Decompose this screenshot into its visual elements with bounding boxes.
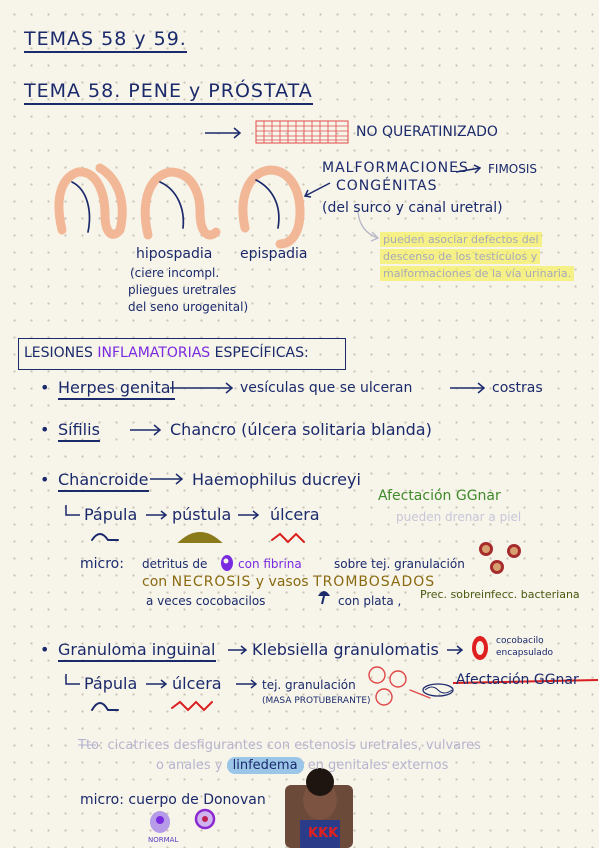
- inflamatorias-word: INFLAMATORIAS: [97, 345, 211, 361]
- chancroide-title: Chancroide: [58, 470, 149, 492]
- micro2-label: micro: cuerpo de Donovan: [80, 792, 266, 808]
- micro1-trombosados: TROMBOSADOS: [313, 574, 436, 590]
- cell-icons: [150, 542, 521, 833]
- hipospadia-desc-3: del seno urogenital): [128, 300, 249, 314]
- herpes-desc: vesículas que se ulceran: [240, 380, 413, 396]
- micro1-a: detritus de: [142, 557, 208, 571]
- encapsulado-label: encapsulado: [496, 648, 554, 658]
- micro1-d1: con: [142, 574, 168, 590]
- lesiones-box: [18, 338, 346, 370]
- malformation-drawings: [54, 163, 305, 249]
- tto-2-b: y: [214, 758, 223, 773]
- fimosis-label: FIMOSIS: [488, 162, 538, 176]
- sifilis-desc: Chancro (úlcera solitaria blanda): [170, 420, 432, 439]
- papula-2: Pápula: [84, 674, 138, 693]
- micro1-e: a veces cocobacilos: [146, 594, 266, 608]
- lesiones-heading: LESIONES INFLAMATORIAS ESPECÍFICAS:: [24, 345, 309, 361]
- haemophilus-label: Haemophilus ducreyi: [192, 470, 361, 489]
- arrow-icons: [65, 127, 486, 689]
- micro1-b: con fibrina: [238, 557, 302, 571]
- cocobacilo-label: cocobacilo: [496, 636, 544, 646]
- micro1-d2: y vasos: [255, 574, 309, 590]
- malformaciones-label: MALFORMACIONES: [322, 160, 469, 176]
- klebsiella-label: Klebsiella granulomatis: [252, 640, 439, 659]
- especificas-word: ESPECÍFICAS:: [214, 345, 309, 361]
- sticker-text: KKK: [308, 826, 339, 841]
- granuloma-title: Granuloma inguinal: [58, 640, 216, 662]
- bullet-granuloma: •: [40, 640, 50, 659]
- keratin-grid-icon: [255, 120, 349, 144]
- normal-label: NORMAL: [148, 836, 179, 844]
- epispadia-label: epispadia: [240, 246, 308, 262]
- linfedema-badge: linfedema: [226, 757, 304, 774]
- hipospadia-label: hipospadia: [136, 246, 213, 262]
- note-arrow-icon: [357, 211, 380, 242]
- lesiones-word: LESIONES: [24, 345, 93, 361]
- micro1-c: sobre tej. granulación: [334, 557, 465, 571]
- masa-label: (MASA PROTUBERANTE): [262, 696, 371, 706]
- yellow-note-2: descenso de los testículos y: [380, 249, 541, 264]
- papula-1: Pápula: [84, 505, 138, 524]
- tto-line-2: o anales y linfedema en genitales extern…: [156, 757, 449, 774]
- ulcera-1: úlcera: [270, 505, 320, 524]
- herpes-title: Herpes genital: [58, 378, 175, 400]
- micro1-line2: con NECROSIS y vasos TROMBOSADOS: [142, 574, 435, 590]
- micro1-necrosis: NECROSIS: [171, 574, 252, 590]
- fistular-note: pueden drenar a piel: [396, 510, 522, 524]
- bullet-sifilis: •: [40, 420, 50, 439]
- sifilis-title: Sífilis: [58, 420, 100, 442]
- strike-line: [452, 679, 599, 684]
- yellow-note-1: pueden asociar defectos del: [380, 232, 542, 247]
- micro1-f: con plata ,: [338, 594, 402, 608]
- costras-label: costras: [492, 380, 543, 396]
- hipospadia-desc-1: (ciere incompl.: [130, 266, 220, 280]
- tto-2-c: en genitales externos: [307, 758, 449, 773]
- micro1-label: micro:: [80, 556, 124, 572]
- tej-granulacion: tej. granulación: [262, 678, 356, 692]
- tto-line-1: Tto: cicatrices desfigurantes con esteno…: [78, 738, 481, 753]
- micro1-g: Prec. sobreinfecc. bacteriana: [420, 588, 580, 601]
- yellow-note-3: malformaciones de la vía urinaria.: [380, 266, 575, 281]
- lesion-stage-icons: [91, 532, 431, 712]
- bullet-chancroide: •: [40, 470, 50, 489]
- tto-2-a: o anales: [156, 758, 211, 773]
- congenitas-label: CONGÉNITAS: [336, 178, 438, 194]
- tema58-title: TEMA 58. PENE y PRÓSTATA: [24, 80, 313, 105]
- hipospadia-desc-2: pliegues uretrales: [128, 283, 236, 297]
- ulcera-2: úlcera: [172, 674, 222, 693]
- afectacion-2: Afectación GGnar: [456, 672, 579, 688]
- pustula-1: pústula: [172, 505, 232, 524]
- page-heading: TEMAS 58 y 59.: [24, 28, 187, 53]
- person-sticker-icon: [285, 768, 353, 848]
- bullet-herpes: •: [40, 378, 50, 397]
- no-queratinizado-label: NO QUERATINIZADO: [356, 124, 498, 140]
- afectacion-1: Afectación GGnar: [378, 488, 501, 504]
- surco-label: (del surco y canal uretral): [322, 200, 503, 216]
